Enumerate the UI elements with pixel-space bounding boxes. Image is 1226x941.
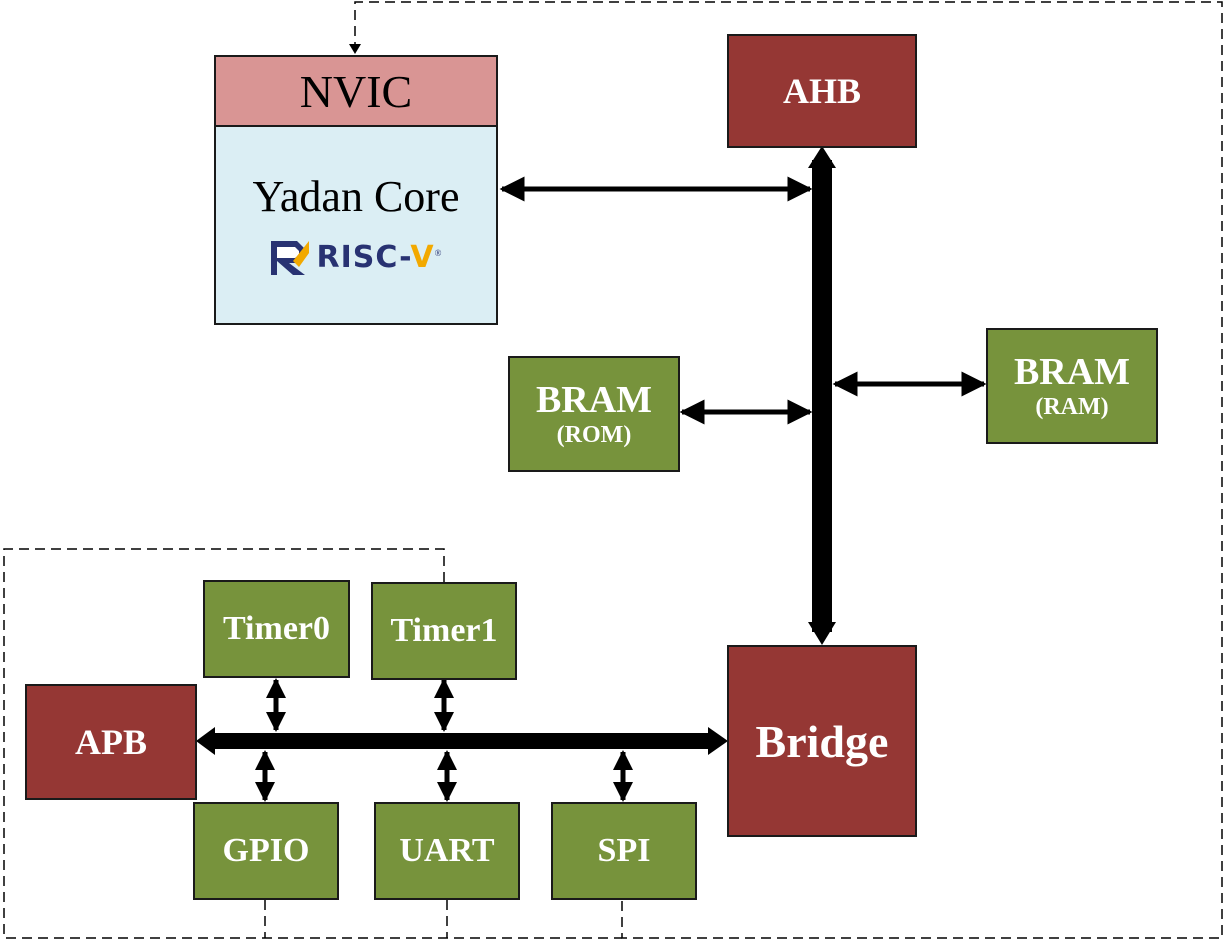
bridge-block: Bridge [727,645,917,837]
bram-ram-sub: (RAM) [1035,393,1109,420]
apb-label: APB [75,722,147,762]
timer1-label: Timer1 [390,612,498,649]
bram-ram-block: BRAM (RAM) [986,328,1158,444]
gpio-block: GPIO [193,802,339,900]
riscv-logo: RISC-V ® [270,240,442,275]
ahb-block: AHB [727,34,917,148]
apb-bus-left-arrow [196,727,215,755]
interrupt-arrowhead [349,44,361,54]
bram-rom-block: BRAM (ROM) [508,356,680,472]
nvic-block: NVIC [214,55,498,127]
apb-bus-right-arrow [708,727,728,755]
ahb-bus-bottom-arrow [808,622,836,645]
gpio-label: GPIO [222,832,310,869]
registered-mark: ® [434,248,442,258]
core-title: Yadan Core [252,172,460,221]
interrupt-line-outer [354,1,1223,939]
riscv-logo-text: RISC-V [316,240,435,275]
bram-rom-sub: (ROM) [556,421,632,448]
nvic-label: NVIC [299,65,413,117]
ahb-label: AHB [782,71,861,111]
riscv-logo-icon [270,240,309,275]
timer0-block: Timer0 [203,580,350,678]
bram-rom-label: BRAM [535,378,653,421]
spi-label: SPI [597,832,651,869]
bridge-label: Bridge [755,715,889,767]
uart-label: UART [399,832,495,869]
bram-ram-label: BRAM [1013,350,1131,393]
spi-block: SPI [551,802,697,900]
timer1-block: Timer1 [371,582,517,680]
interrupt-line-inner [3,548,622,939]
apb-block: APB [25,684,197,800]
core-block: Yadan Core RISC-V ® [214,125,498,325]
uart-block: UART [374,802,520,900]
timer0-label: Timer0 [222,610,330,647]
ahb-bus-top-arrow [808,146,836,168]
